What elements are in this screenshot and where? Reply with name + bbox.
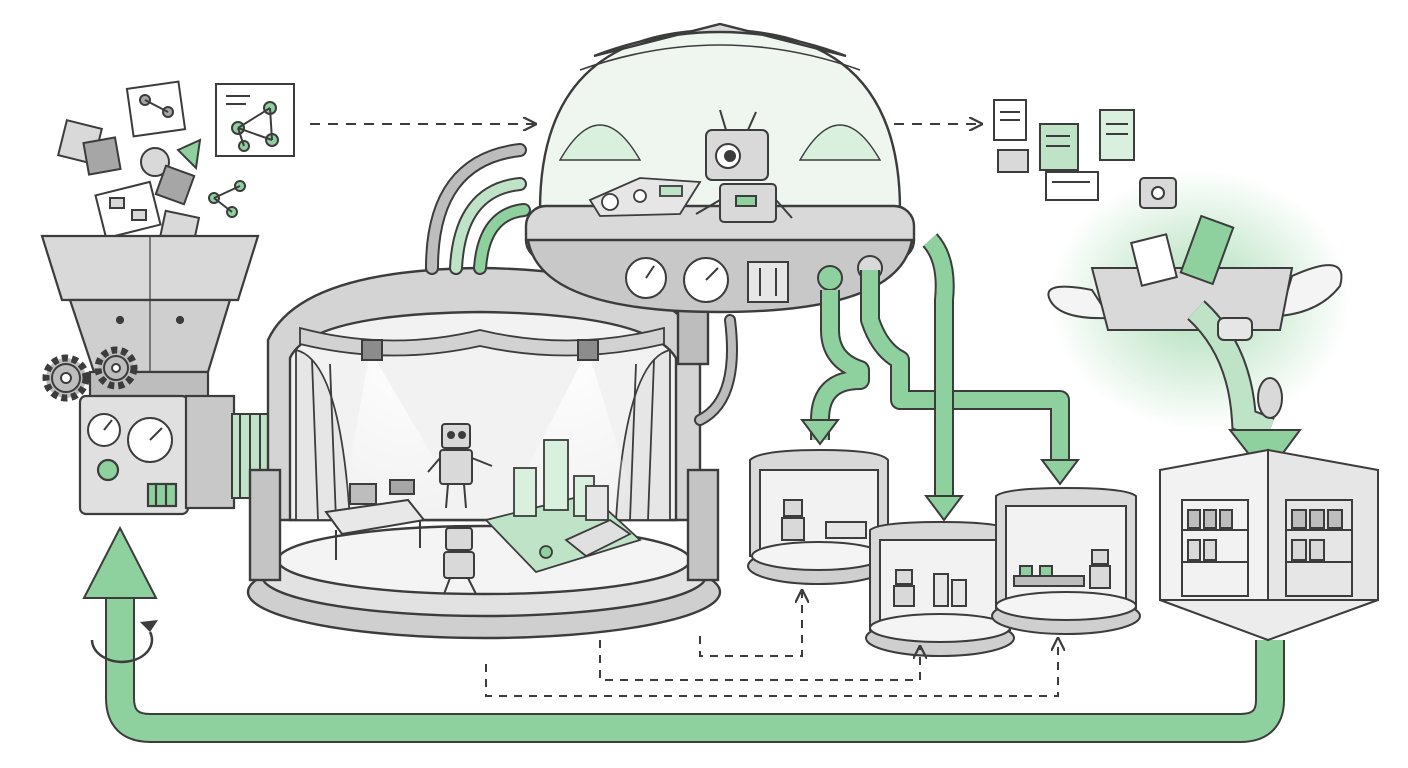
- city-model-icon: [484, 439, 642, 574]
- mini-stage-icon: [991, 486, 1141, 635]
- robot-icon: [427, 423, 493, 509]
- warehouse-shelves-icon: [1159, 448, 1379, 642]
- curtain-icon: [295, 326, 671, 521]
- output-documents-icon: [993, 99, 1135, 201]
- feedback-arrow-icon: [82, 525, 1285, 743]
- hose-icon: [425, 143, 738, 426]
- control-console-icon: [588, 177, 702, 217]
- flow-arrows-stage: [485, 592, 1058, 697]
- gauge-icon: [87, 413, 173, 463]
- input-documents-icon: [56, 80, 295, 251]
- observation-dome-icon: [524, 22, 916, 366]
- pipe-arrowheads: [800, 419, 1080, 522]
- mini-stage-icon: [747, 448, 889, 585]
- distribution-pipes-icon: [810, 233, 1070, 500]
- office-desk-icon: [324, 479, 426, 560]
- mini-stage-icon: [865, 520, 1015, 657]
- winged-box-icon: [1047, 170, 1350, 478]
- robot-operator-icon: [695, 109, 793, 223]
- robot-icon: [443, 527, 477, 595]
- gauge-icon: [625, 255, 883, 303]
- gear-icon: [42, 346, 138, 402]
